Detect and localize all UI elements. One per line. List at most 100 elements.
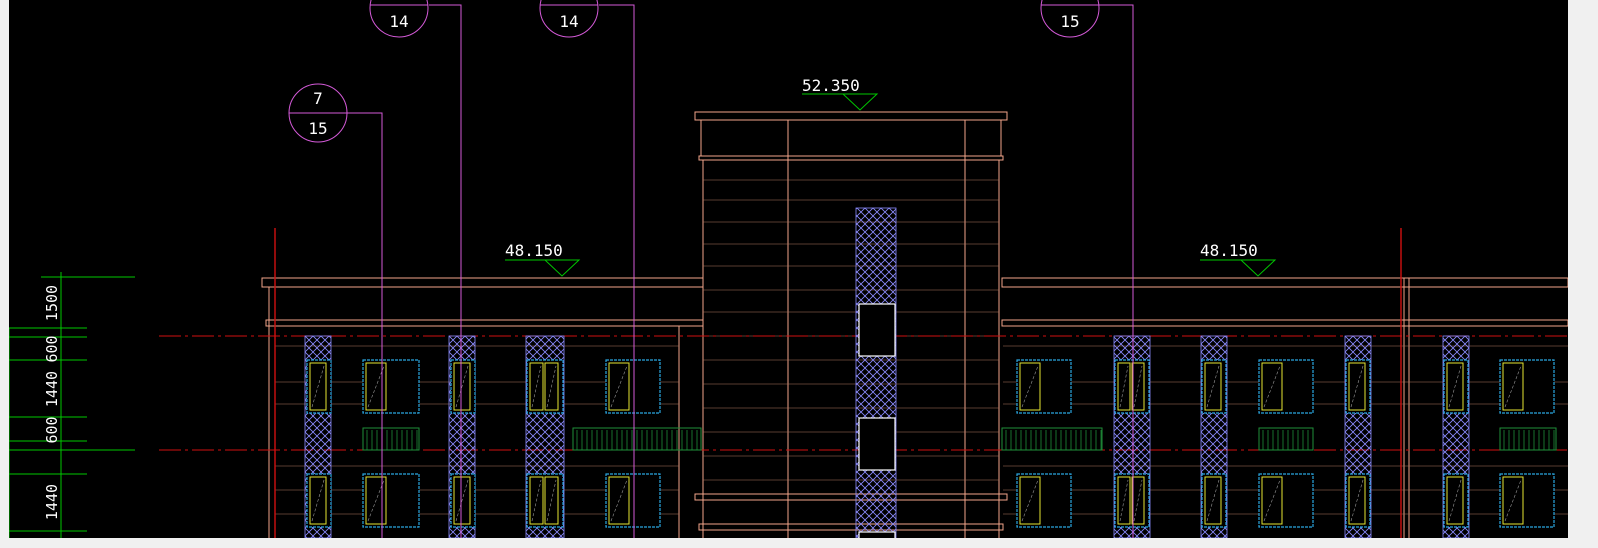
window-opening-line — [1133, 365, 1143, 408]
axis-verticals — [274, 228, 1402, 538]
window-frame — [1443, 359, 1469, 414]
detail-callout-14a[interactable]: 14 — [369, 0, 429, 38]
window-sash — [1019, 362, 1041, 411]
dimension-value: 1440 — [43, 371, 61, 407]
window-opening-line — [455, 479, 469, 522]
window-opening-line — [1263, 479, 1281, 522]
railing-frame — [362, 427, 420, 451]
callout-bottom-number: 14 — [389, 12, 408, 31]
window-sash — [529, 362, 544, 411]
window-sash — [1446, 476, 1464, 525]
window-frame — [362, 359, 420, 414]
elevation-drawing: 14 14 15 7 15 52.350 48.150 48.150 — [9, 0, 1568, 538]
window-sash — [1261, 362, 1283, 411]
vertical-dimension-chain — [9, 272, 135, 538]
window-frame — [1016, 359, 1072, 414]
window-frame — [1499, 359, 1555, 414]
tower-window — [858, 303, 896, 357]
dimension-value: 1440 — [43, 484, 61, 520]
window-opening-line — [1350, 365, 1364, 408]
window-frame — [362, 473, 420, 528]
window-opening-line — [367, 479, 385, 522]
dimension-texts: 1500 600 1440 600 1440 — [43, 285, 61, 520]
tower-window — [858, 417, 896, 471]
window-sash — [453, 362, 471, 411]
window-opening-line — [1448, 479, 1462, 522]
window-sash — [365, 476, 387, 525]
dimension-value: 1500 — [43, 285, 61, 321]
elevation-label: 48.150 — [505, 241, 563, 260]
window-frame — [306, 359, 332, 414]
elevation-mark-52350: 52.350 — [802, 76, 879, 111]
window-opening-line — [531, 479, 542, 522]
window-opening-line — [367, 365, 385, 408]
window-frame — [1258, 473, 1314, 528]
callout-top-number: 7 — [313, 89, 323, 108]
window-frame — [1443, 473, 1469, 528]
window-opening-line — [1504, 365, 1522, 408]
window-sash — [1117, 476, 1131, 525]
window-sash — [1348, 476, 1366, 525]
window-opening-line — [1206, 365, 1220, 408]
window-opening-line — [311, 365, 325, 408]
balcony-railings — [362, 427, 1557, 451]
callout-bottom-number: 14 — [559, 12, 578, 31]
window-frame — [306, 473, 332, 528]
hatched-pilaster — [855, 207, 897, 538]
right-scrollbar-area[interactable] — [1568, 0, 1598, 548]
window-sash — [1502, 476, 1524, 525]
window-opening-line — [1021, 365, 1039, 408]
elevation-label: 48.150 — [1200, 241, 1258, 260]
window-frame — [1499, 473, 1555, 528]
window-sash — [544, 362, 559, 411]
detail-callout-7-15[interactable]: 7 15 — [288, 83, 348, 143]
tower-window — [858, 531, 896, 538]
window-opening-line — [1263, 365, 1281, 408]
window-opening-line — [610, 365, 628, 408]
window-opening-line — [1206, 479, 1220, 522]
window-opening-line — [1133, 479, 1143, 522]
window-opening-line — [1119, 479, 1129, 522]
window-opening-line — [1350, 479, 1364, 522]
bottom-scrollbar-area[interactable] — [0, 538, 1598, 548]
window-frame — [1201, 473, 1227, 528]
window-sash — [309, 362, 327, 411]
window-sash — [1502, 362, 1524, 411]
windows — [306, 303, 1555, 538]
window-sash — [1117, 362, 1131, 411]
window-sash — [309, 476, 327, 525]
window-opening-line — [1021, 479, 1039, 522]
callout-bottom-number: 15 — [308, 119, 327, 138]
railing-frame — [1499, 427, 1557, 451]
window-sash — [608, 476, 630, 525]
window-frame — [450, 473, 476, 528]
window-sash — [1131, 362, 1145, 411]
detail-callout-15[interactable]: 15 — [1040, 0, 1100, 38]
window-sash — [1204, 362, 1222, 411]
window-frame — [605, 473, 661, 528]
window-opening-line — [1119, 365, 1129, 408]
window-frame — [450, 359, 476, 414]
window-opening-line — [546, 479, 557, 522]
window-sash — [544, 476, 559, 525]
window-frame — [605, 359, 661, 414]
window-sash — [1204, 476, 1222, 525]
cad-drawing-canvas[interactable]: 14 14 15 7 15 52.350 48.150 48.150 — [9, 0, 1568, 538]
window-sash — [365, 362, 387, 411]
window-opening-line — [311, 479, 325, 522]
window-opening-line — [546, 365, 557, 408]
window-sash — [608, 362, 630, 411]
window-frame — [1345, 359, 1371, 414]
window-sash — [1261, 476, 1283, 525]
railing-frame — [1258, 427, 1314, 451]
left-panel-border — [0, 0, 9, 548]
window-opening-line — [1504, 479, 1522, 522]
building-outline — [261, 111, 1568, 538]
detail-callout-14b[interactable]: 14 — [539, 0, 599, 38]
window-sash — [1348, 362, 1366, 411]
elevation-mark-48150-right: 48.150 — [1200, 241, 1277, 277]
window-opening-line — [610, 479, 628, 522]
dimension-value: 600 — [43, 416, 61, 443]
callout-leaders — [347, 4, 1134, 538]
window-sash — [529, 476, 544, 525]
